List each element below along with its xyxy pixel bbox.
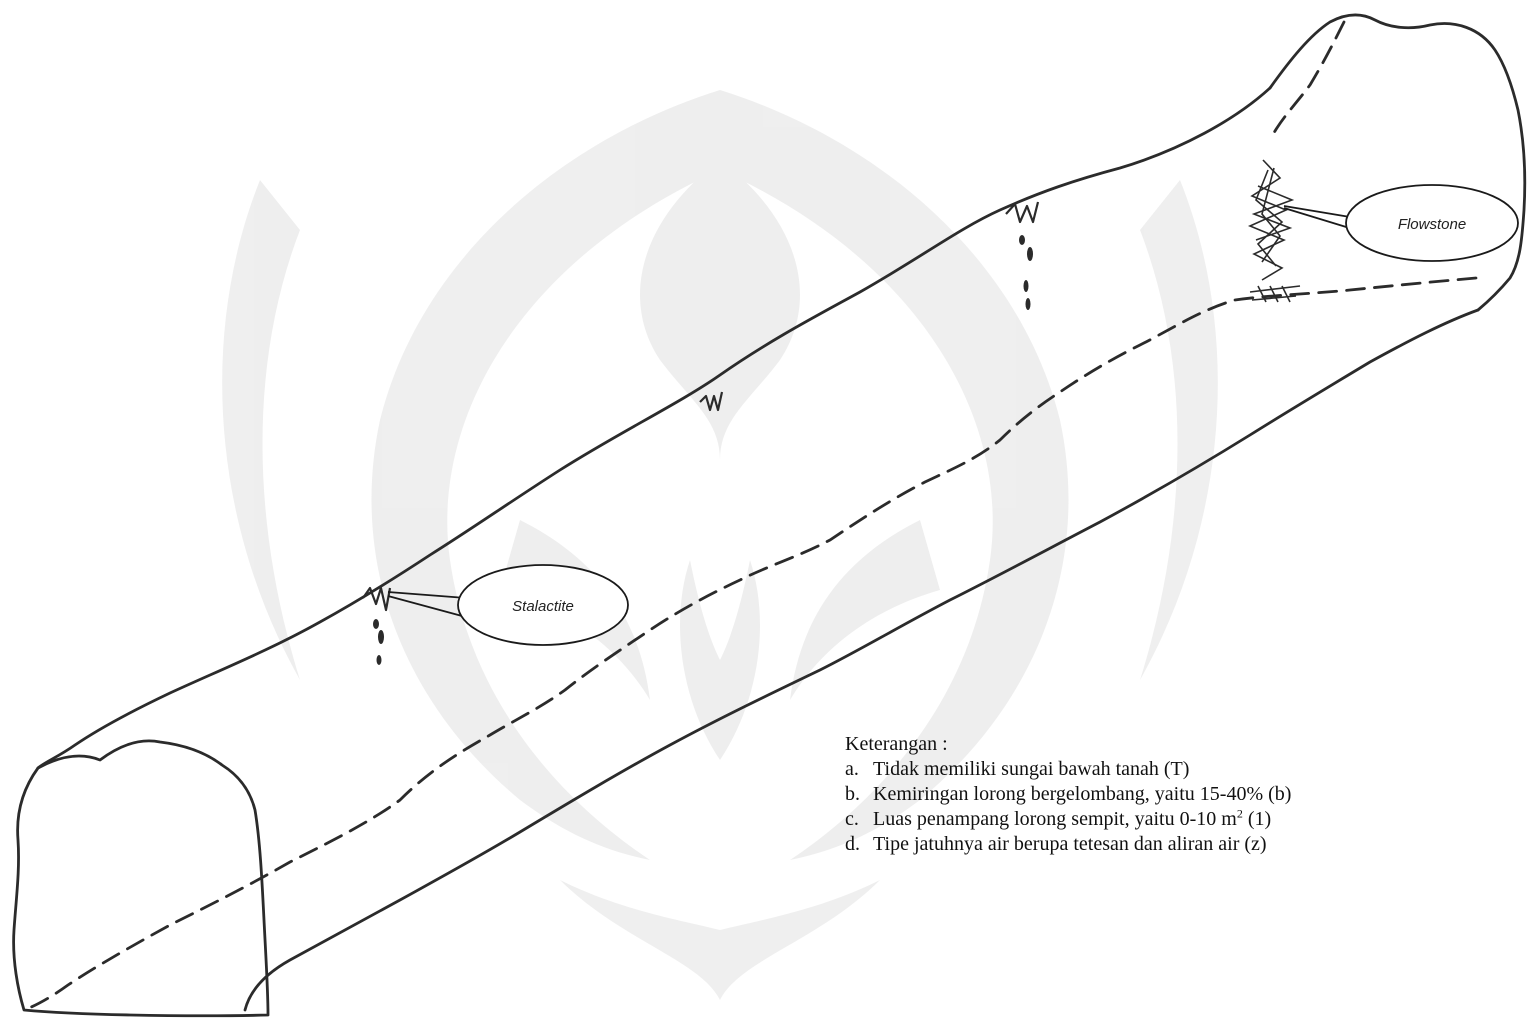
end-face-hidden-dashed: [1270, 22, 1344, 140]
end-face-right: [1270, 15, 1525, 310]
legend-item-marker: a.: [845, 757, 873, 782]
legend-item-marker: d.: [845, 832, 873, 857]
legend-item-text: Kemiringan lorong bergelombang, yaitu 15…: [873, 782, 1291, 807]
legend-item-marker: c.: [845, 807, 873, 832]
flowstone-leader: [1284, 206, 1356, 230]
stalactite-label: Stalactite: [512, 598, 574, 615]
legend-item: c. Luas penampang lorong sempit, yaitu 0…: [845, 807, 1525, 832]
legend-item: d. Tipe jatuhnya air berupa tetesan dan …: [845, 832, 1525, 857]
watermark-emblem: [222, 90, 1218, 1000]
flowstone-formation: [1250, 160, 1300, 302]
flowstone-label: Flowstone: [1398, 216, 1466, 233]
legend-item-text: Tipe jatuhnya air berupa tetesan dan ali…: [873, 832, 1267, 857]
legend: Keterangan : a. Tidak memiliki sungai ba…: [845, 732, 1525, 857]
legend-item: b. Kemiringan lorong bergelombang, yaitu…: [845, 782, 1525, 807]
legend-item: a. Tidak memiliki sungai bawah tanah (T): [845, 757, 1525, 782]
legend-item-text: Tidak memiliki sungai bawah tanah (T): [873, 757, 1189, 782]
end-face-left: [14, 741, 268, 1016]
legend-list: a. Tidak memiliki sungai bawah tanah (T)…: [845, 757, 1525, 857]
legend-item-text: Luas penampang lorong sempit, yaitu 0-10…: [873, 807, 1271, 832]
legend-title: Keterangan :: [845, 732, 1525, 757]
legend-item-marker: b.: [845, 782, 873, 807]
